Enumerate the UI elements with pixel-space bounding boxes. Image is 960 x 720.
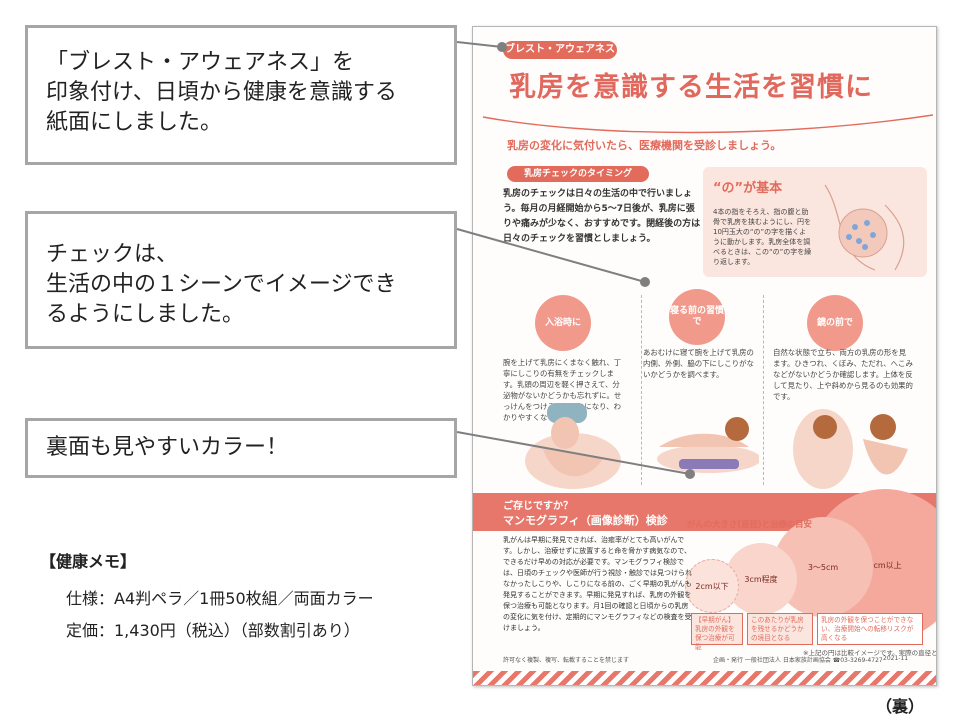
scene-bath-label: 入浴時に xyxy=(535,295,591,351)
callout-line: 「ブレスト・アウェアネス」を xyxy=(46,50,355,75)
size-label-text: 5cm以上 xyxy=(868,560,902,570)
headline-swoosh xyxy=(482,114,934,134)
footer-publisher: 企画・発行 一般社団法人 日本家族計画協会 ☎03-3269-4727 xyxy=(713,657,883,664)
scene-bedtime-label: 寝る前の習慣で xyxy=(669,289,725,345)
callout-line: 印象付け、日頃から健康を意識する xyxy=(46,80,397,105)
footer-stripe xyxy=(473,671,936,685)
size-label-text: 3cm程度 xyxy=(744,574,778,584)
no-method-title: “の”が基本 xyxy=(713,181,783,196)
bedtime-illustration xyxy=(657,417,759,473)
callout-line: 生活の中の１シーンでイメージでき xyxy=(46,272,397,297)
mammography-question: ご存じですか？ xyxy=(503,501,573,512)
back-caption: （裏） xyxy=(876,697,925,716)
tumor-size-label: がんの大きさ(直径)と治療の目安 xyxy=(687,519,812,529)
scene-mirror-text: 自然な状態で立ち、両方の乳房の形を見ます。ひきつれ、くぼみ、ただれ、へこみなどが… xyxy=(773,348,913,401)
flyer-back-page: ブレスト・アウェアネス 乳房を意識する生活を習慣に 乳房の変化に気付いたら、医療… xyxy=(472,26,937,686)
callout-breast-awareness: 「ブレスト・アウェアネス」を 印象付け、日頃から健康を意識する 紙面にしました。 xyxy=(25,25,457,165)
info-box-early: 【早期がん】乳房の外観を保つ治療が可能 xyxy=(691,613,743,651)
timing-text: 乳房のチェックは日々の生活の中で行いましょう。毎月の月経開始から5〜7日後が、乳… xyxy=(503,189,701,244)
callout-line: チェックは、 xyxy=(46,242,179,267)
info-box-advanced: 乳房の外観を保つことができない、治療開始への転移リスクが高くなる xyxy=(817,613,923,645)
flyer-headline: 乳房を意識する生活を習慣に xyxy=(509,72,873,103)
flyer-tag: ブレスト・アウェアネス xyxy=(503,41,617,59)
size-label-text: 2cm以下 xyxy=(695,581,729,591)
memo-spec: 仕様：A4判ペラ／1冊50枚組／両面カラー xyxy=(66,589,374,608)
timing-label: 乳房チェックのタイミング xyxy=(507,166,649,182)
circle-note: ※上記の円は比較イメージです。実際の直径とは異なります xyxy=(803,649,936,657)
callout-back-color: 裏面も見やすいカラー！ xyxy=(25,418,457,478)
memo-price: 定価：1,430円（税込）（部数割引あり） xyxy=(66,621,360,640)
size-circle-2cm: 2cm以下 xyxy=(685,559,739,613)
scene-divider xyxy=(763,295,764,485)
scene-divider xyxy=(641,295,642,485)
flyer-subheadline: 乳房の変化に気付いたら、医療機関を受診しましょう。 xyxy=(507,139,782,152)
scene-bedtime-text: あおむけに寝て腕を上げて乳房の内側、外側、脇の下にしこりがないかどうかを調べます… xyxy=(643,348,754,379)
mammography-text: 乳がんは早期に発見できれば、治癒率がとても高いがんです。しかし、治療せずに放置す… xyxy=(503,536,692,632)
memo-title: 【健康メモ】 xyxy=(40,552,137,571)
footer-code: 2021-11 xyxy=(883,655,909,662)
footer-copyright: 許可なく複製、複写、転載することを禁じます xyxy=(503,657,630,664)
callout-line: るようにしました。 xyxy=(46,302,245,327)
no-method-box xyxy=(703,167,927,277)
breast-check-illustration xyxy=(824,184,905,271)
callout-line: 裏面も見やすいカラー！ xyxy=(46,435,289,460)
scene-mirror-label: 鏡の前で xyxy=(807,295,863,351)
info-box-border: このあたりが乳房を残せるかどうかの境目となる xyxy=(747,613,813,645)
mammography-title: マンモグラフィ（画像診断）検診 xyxy=(503,514,668,527)
callout-line: 紙面にしました。 xyxy=(46,110,223,135)
mirror-illustration xyxy=(793,409,908,489)
no-method-text: 4本の指をそろえ、指の腹と肋骨で乳房を挟むようにし、円を10円玉大の“の”の字を… xyxy=(713,208,812,266)
bath-illustration xyxy=(525,403,621,489)
callout-check-scenes: チェックは、 生活の中の１シーンでイメージでき るようにしました。 xyxy=(25,211,457,349)
size-label-text: 3〜5cm xyxy=(807,562,839,572)
